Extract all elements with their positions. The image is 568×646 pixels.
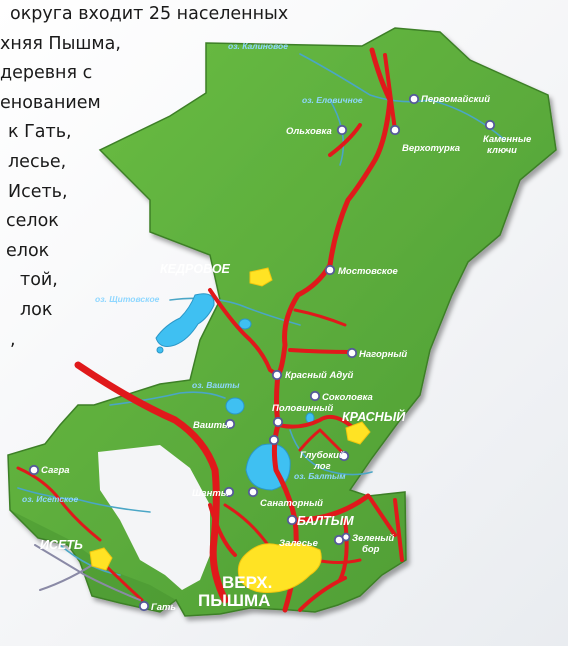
label-nagorny: Нагорный [359, 349, 407, 360]
label-baltym: БАЛТЫМ [297, 514, 354, 528]
marker-pervomaisky [408, 93, 420, 105]
marker-gat [138, 600, 150, 612]
text-line-10: той, [20, 270, 58, 291]
label-verkh-pyshma-1: ВЕРХ. [222, 573, 272, 592]
label-glubokiy-1: Глубокий [300, 450, 345, 461]
marker-kamennye [484, 119, 496, 131]
lake-small-3 [156, 346, 164, 354]
marker-mostovskoe [324, 264, 336, 276]
town-area-kedrovoe [249, 267, 273, 287]
marker-krasny-aduy [271, 369, 283, 381]
label-sanatorny: Санаторный [260, 498, 323, 509]
label-gat: Гать [151, 602, 176, 613]
label-olkhovka: Ольховка [286, 126, 332, 137]
town-area-krasny [345, 421, 371, 445]
text-line-12: , [10, 329, 16, 350]
marker-lake-dot [268, 434, 280, 446]
label-krasny-aduy: Красный Адуй [285, 370, 354, 381]
label-kedrovoe: КЕДРОВОЕ [160, 262, 231, 276]
lake-label-elovoe: оз. Еловичное [302, 95, 363, 105]
marker-sokolovka [309, 390, 321, 402]
marker-baltym [286, 514, 298, 526]
marker-polovinny [272, 416, 284, 428]
document-text: округа входит 25 населенных хняя Пышма, … [0, 0, 288, 400]
label-mostovskoe: Мостовское [338, 266, 399, 277]
label-zeleny-2: бор [362, 544, 380, 555]
text-line-6: лесье, [8, 151, 67, 172]
text-line-3: деревня с [0, 63, 93, 84]
marker-vashty [224, 418, 236, 430]
marker-zeleny-bor [341, 532, 351, 542]
lake-label-baltym: оз. Балтым [294, 471, 346, 481]
label-verkhoturka: Верхотурка [402, 143, 460, 154]
text-line-11: лок [20, 299, 53, 320]
text-line-9: елок [6, 240, 50, 261]
lake-small-1 [238, 318, 252, 330]
text-line-7: Исеть, [8, 181, 68, 202]
label-zalesye: Залесье [279, 538, 319, 549]
settlement-markers [28, 93, 496, 612]
lake-label-kalinovoe: оз. Калиновое [228, 41, 288, 51]
label-pervomaisky: Первомайский [421, 94, 490, 105]
text-line-8: селок [6, 211, 59, 232]
text-line-4: енованием [0, 92, 101, 113]
marker-nagorny [346, 347, 358, 359]
roads [16, 47, 404, 613]
label-polovinny: Половинный [272, 403, 333, 414]
label-shanty: Шанты [192, 488, 229, 499]
text-line-2: хняя Пышма, [0, 33, 121, 54]
town-areas [89, 267, 371, 593]
label-zeleny-1: Зеленый [352, 533, 394, 544]
marker-sanatorny [247, 486, 259, 498]
label-krasny: КРАСНЫЙ [342, 408, 406, 424]
district-territory [7, 27, 557, 617]
label-kamennye-1: Каменные [483, 134, 532, 145]
lake-label-vashty: оз. Вашты [192, 380, 240, 390]
marker-olkhovka [336, 124, 348, 136]
lake-label-shchitovskoe: оз. Щитовское [95, 294, 160, 304]
marker-verkhoturka [389, 124, 401, 136]
label-sokolovka: Соколовка [322, 392, 373, 403]
town-area-verkh-pyshma [237, 542, 322, 593]
label-glubokiy-2: лог [313, 461, 331, 472]
label-kamennye-2: ключи [487, 145, 517, 156]
text-line-5: к Гать, [8, 122, 72, 143]
lake-vashty [225, 397, 245, 415]
label-sagra: Сагра [41, 465, 70, 476]
lake-shchitovskoe [155, 293, 215, 347]
rivers [17, 53, 506, 576]
marker-sagra [28, 464, 40, 476]
label-vashty: Вашты [193, 420, 230, 431]
town-area-iset [89, 547, 113, 571]
marker-glubokiy [338, 450, 350, 462]
bay-area [98, 445, 210, 590]
label-verkh-pyshma-2: ПЫШМА [198, 591, 270, 610]
label-iset: ИСЕТЬ [40, 538, 83, 552]
marker-shanty [223, 486, 235, 498]
lake-label-isetskoe: оз. Исетское [22, 494, 78, 504]
